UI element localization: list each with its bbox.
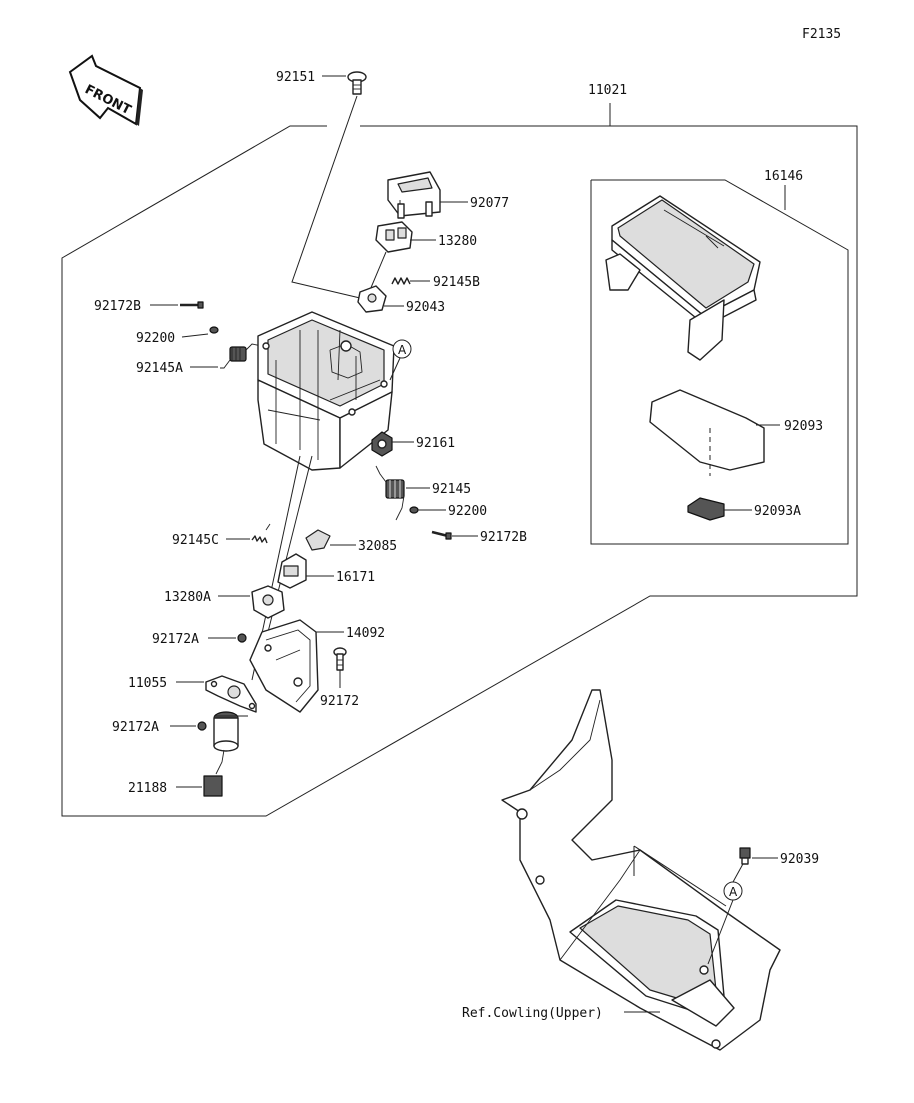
subassembly-outline-16146 (590, 179, 849, 545)
guide-13280 (369, 251, 387, 291)
label-92043: 92043 (406, 300, 445, 315)
lock-92043 (357, 285, 387, 313)
pad-92093A (687, 497, 725, 521)
label-32085: 32085 (358, 539, 397, 554)
figure-code: F2135 (802, 27, 841, 42)
label-11055: 11055 (128, 676, 167, 691)
svg-text:A: A (729, 885, 738, 899)
latch-13280 (375, 221, 413, 253)
label-92145: 92145 (432, 482, 471, 497)
clip-92039 (739, 847, 751, 865)
label-ref-cowling: Ref.Cowling(Upper) (462, 1006, 603, 1021)
lever-16171 (277, 553, 307, 589)
label-92172: 92172 (320, 694, 359, 709)
svg-text:A: A (398, 343, 407, 357)
label-16171: 16171 (336, 570, 375, 585)
pad-92093 (649, 389, 765, 476)
label-92145C: 92145C (172, 533, 219, 548)
label-13280A: 13280A (164, 590, 211, 605)
label-92200-top: 92200 (136, 331, 175, 346)
screw-92172 (333, 647, 347, 671)
front-arrow-icon: FRONT (68, 54, 143, 126)
screw-92172B-mid (431, 530, 452, 540)
screw-92172B-top (180, 301, 204, 309)
label-92151: 92151 (276, 70, 315, 85)
spring-92145C (251, 523, 271, 544)
damper-92161 (371, 431, 393, 457)
label-92145A: 92145A (136, 361, 183, 376)
screw-92172A-top (237, 633, 247, 643)
label-92172B-top: 92172B (94, 299, 141, 314)
spring-92145A (220, 343, 263, 369)
washer-92200-mid (409, 506, 419, 514)
label-92172A-top: 92172A (152, 632, 199, 647)
actuator-21188 (203, 711, 248, 797)
label-92200-mid: 92200 (448, 504, 487, 519)
label-16146: 16146 (764, 169, 803, 184)
label-92172B-mid: 92172B (480, 530, 527, 545)
label-92077: 92077 (470, 196, 509, 211)
cover-plate-14092 (249, 619, 319, 713)
bolt-92151 (347, 71, 367, 95)
assembly-outline-11021 (61, 125, 858, 817)
marker-a-lower: A (707, 861, 745, 965)
screw-92172A-low (197, 721, 207, 731)
clip-32085 (305, 529, 331, 551)
label-14092: 14092 (346, 626, 385, 641)
latch-cover-92077 (387, 171, 441, 219)
spring-92145B (391, 277, 411, 285)
label-92093A: 92093A (754, 504, 801, 519)
label-11021: 11021 (588, 83, 627, 98)
leader-92200-top (181, 333, 209, 338)
label-92161: 92161 (416, 436, 455, 451)
bracket-11055 (205, 675, 257, 713)
storage-housing (257, 311, 395, 471)
label-92093: 92093 (784, 419, 823, 434)
label-92145B: 92145B (433, 275, 480, 290)
label-13280: 13280 (438, 234, 477, 249)
spring-92145 (375, 465, 405, 521)
cowling-upper (501, 689, 781, 1051)
label-92039: 92039 (780, 852, 819, 867)
guide-line-92151 (291, 95, 361, 299)
washer-92200-top (209, 326, 219, 334)
label-92172A-low: 92172A (112, 720, 159, 735)
marker-a-upper: A (389, 339, 412, 381)
lid-16146 (605, 195, 761, 361)
cam-13280A (251, 585, 285, 619)
label-21188: 21188 (128, 781, 167, 796)
